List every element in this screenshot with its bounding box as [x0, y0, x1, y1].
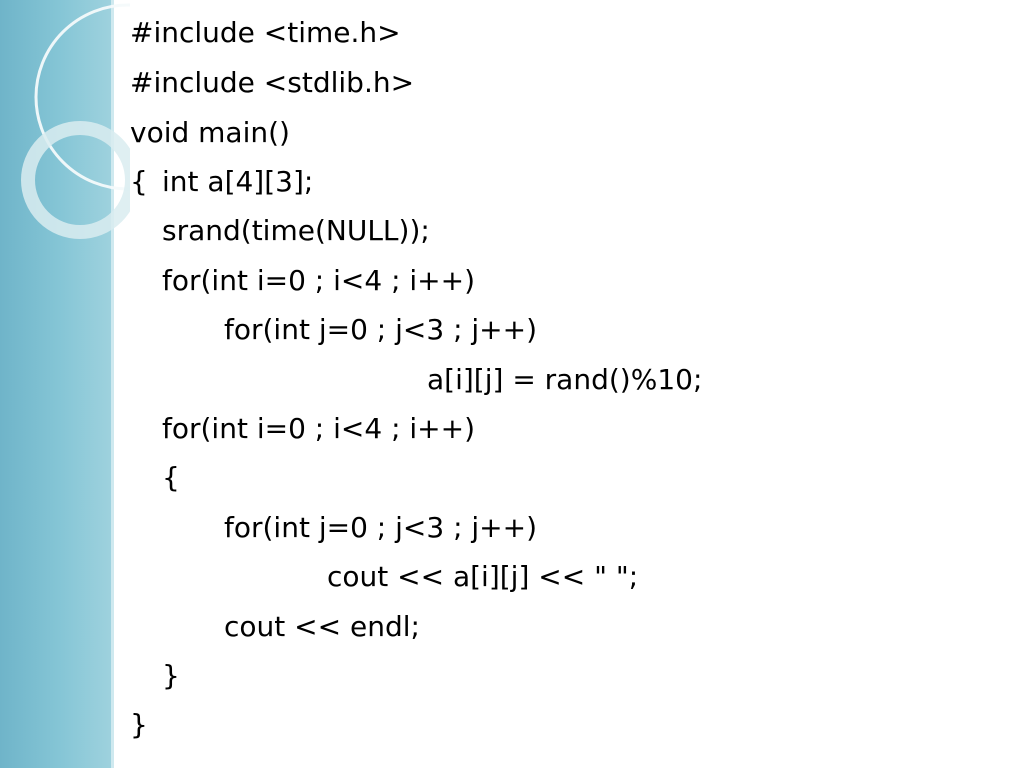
code-line-main: void main() [130, 116, 290, 149]
code-line-inner-open-brace: { [162, 461, 180, 494]
code-line-cout-endl: cout << endl; [224, 610, 420, 643]
code-line-assign-rand: a[i][j] = rand()%10; [427, 363, 703, 396]
code-line-close-brace: } [130, 708, 148, 741]
code-line-for-i-2: for(int i=0 ; i<4 ; i++) [162, 412, 476, 445]
code-line-inner-close-brace: } [162, 659, 180, 692]
decorative-rings-icon [21, 3, 130, 239]
code-line-for-i-1: for(int i=0 ; i<4 ; i++) [162, 264, 476, 297]
code-line-for-j-2: for(int j=0 ; j<3 ; j++) [224, 511, 538, 544]
code-line-include-stdlib: #include <stdlib.h> [130, 66, 415, 99]
code-line-cout-element: cout << a[i][j] << " "; [327, 560, 639, 593]
code-line-for-j-1: for(int j=0 ; j<3 ; j++) [224, 313, 538, 346]
code-line-include-time: #include <time.h> [130, 16, 401, 49]
code-line-srand: srand(time(NULL)); [162, 214, 430, 247]
code-line-array-decl: int a[4][3]; [162, 165, 314, 198]
code-block: #include <time.h> #include <stdlib.h> vo… [130, 8, 990, 758]
code-line-open-brace: { [130, 165, 148, 198]
side-panel-edge [111, 0, 114, 768]
